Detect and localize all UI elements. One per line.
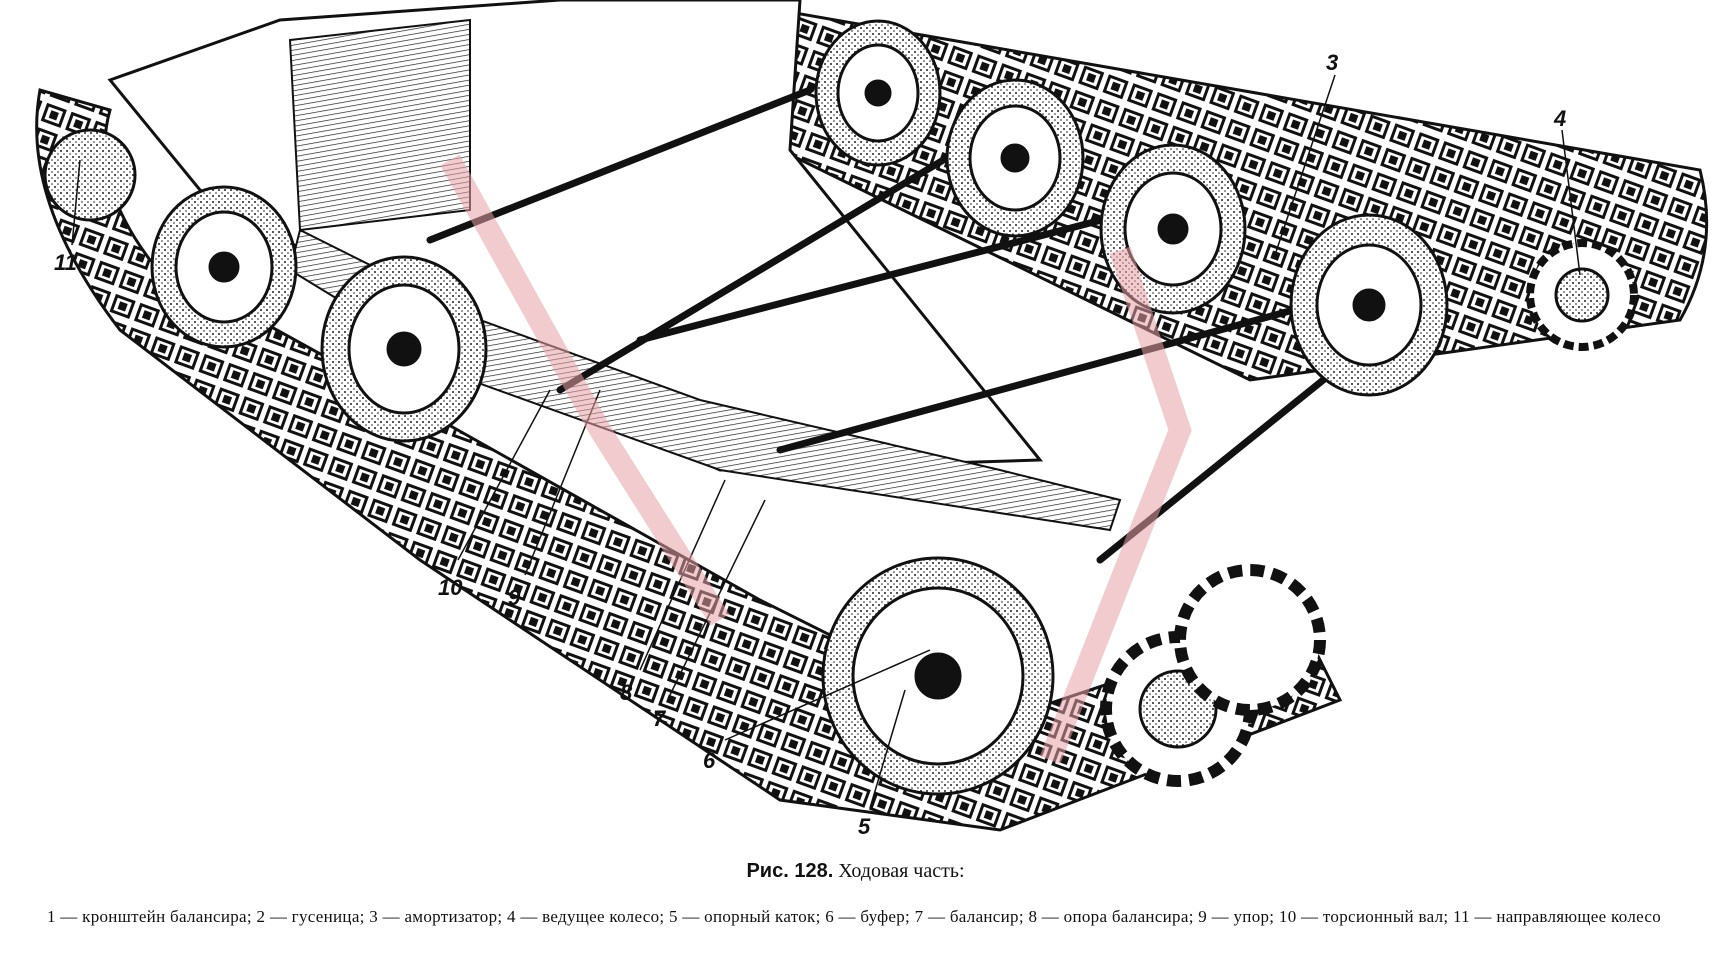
watermark [440,154,1192,765]
legend-item: 7 — балансир; [914,907,1024,926]
legend-item: 9 — упор; [1198,907,1275,926]
callout-7: 7 [653,706,666,731]
callout-10: 10 [438,575,463,600]
figure-title: Ходовая часть: [838,860,965,882]
legend-item: 1 — кронштейн балансира; [46,907,252,926]
legend-item: 8 — опора балансира; [1028,907,1194,926]
drive-sprockets [1100,239,1638,787]
legend-item: 6 — буфер; [825,907,911,926]
legend-item: 2 — гусеница; [256,907,365,926]
legend-item: 11 — направляющее колесо [1452,907,1662,926]
callout-8: 8 [620,680,633,705]
legend-item: 10 — торсионный вал; [1278,907,1449,926]
callout-11: 11 [54,250,77,275]
figure-caption: Рис. 128. Ходовая часть: [0,860,1711,883]
callout-6: 6 [703,748,716,773]
callout-9: 9 [508,585,521,610]
callout-4: 4 [1554,106,1567,131]
figure-legend: 1 — кронштейн балансира; 2 — гусеница; 3… [4,906,1704,928]
callout-3: 3 [1326,50,1339,75]
legend-item: 3 — амортизатор; [369,907,503,926]
callout-5: 5 [858,814,871,839]
idler-wheel [43,128,137,222]
figure-number: Рис. 128. [746,860,834,882]
tank-running-gear-illustration [35,0,1709,832]
legend-item: 5 — опорный каток; [668,907,821,926]
legend-item: 4 — ведущее колесо; [506,907,665,926]
